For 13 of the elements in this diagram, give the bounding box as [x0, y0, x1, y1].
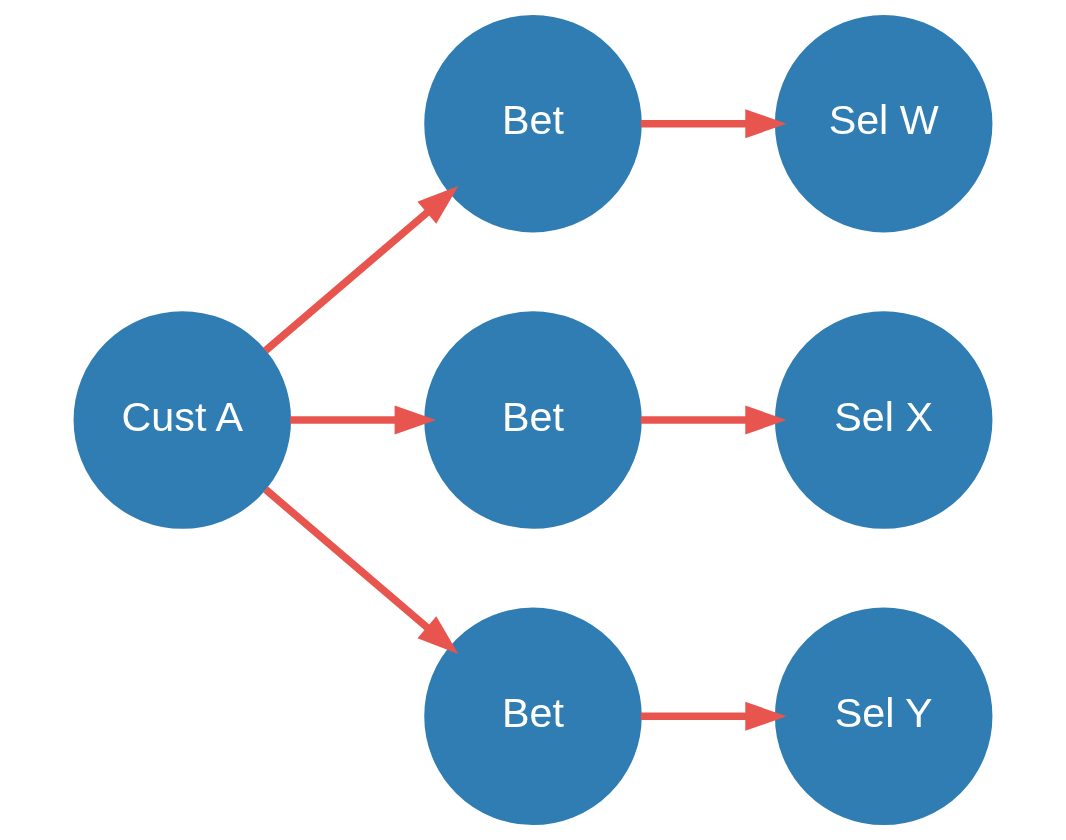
node-circle: Cust A — [73, 311, 292, 529]
arrow — [640, 701, 787, 731]
node-circle: Sel Y — [774, 607, 993, 826]
node-circle: Bet — [424, 607, 642, 826]
arrow — [263, 486, 459, 655]
node-circle: Bet — [424, 311, 642, 529]
arrow — [640, 109, 787, 139]
arrow — [290, 405, 436, 435]
node-circle: Sel W — [774, 14, 993, 233]
node-circle: Sel X — [774, 311, 993, 529]
arrow — [263, 185, 459, 354]
arrow — [640, 405, 787, 435]
node-circle: Bet — [424, 14, 642, 233]
